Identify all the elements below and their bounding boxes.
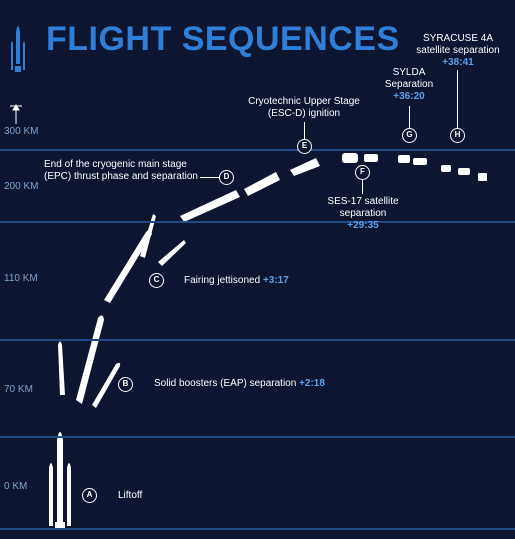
event-d-label: End of the cryogenic main stage (EPC) th…	[44, 159, 198, 183]
event-f-leader	[362, 180, 363, 194]
altitude-label-300: 300 KM	[4, 126, 39, 137]
altitude-line-110	[0, 339, 515, 341]
rocket-main-stage-separation	[180, 172, 280, 222]
altitude-label-70: 70 KM	[4, 384, 33, 395]
event-g-time: +36:20	[393, 91, 425, 102]
event-d-label-line1: End of the cryogenic main stage	[44, 159, 187, 170]
event-g-label-line1: SYLDA	[392, 67, 426, 78]
marker-e: E	[297, 139, 312, 154]
event-e-label-line2: (ESC-D) ignition	[267, 108, 341, 119]
sylda-separation	[398, 155, 427, 165]
event-h-leader	[457, 70, 458, 128]
event-g-label: SYLDA Separation +36:20	[374, 67, 444, 103]
event-f-label: SES-17 satellite separation +29:35	[318, 196, 408, 232]
altitude-label-200: 200 KM	[4, 181, 39, 192]
altitude-line-70	[0, 436, 515, 438]
event-b-label: Solid boosters (EAP) separation	[154, 378, 297, 389]
altitude-line-0	[0, 528, 515, 530]
event-g-label-line2: Separation	[384, 79, 434, 90]
marker-c: C	[149, 273, 164, 288]
event-d-leader	[200, 177, 219, 178]
rocket-logo-icon	[11, 26, 25, 72]
event-f-label-line2: separation	[339, 208, 387, 219]
altitude-label-0: 0 KM	[4, 481, 28, 492]
event-e-leader	[304, 122, 305, 139]
event-f-time: +29:35	[347, 220, 379, 231]
marker-h: H	[450, 128, 465, 143]
altitude-line-300	[0, 149, 515, 151]
altitude-label-110: 110 KM	[4, 273, 38, 284]
event-e-label-line1: Cryotechnic Upper Stage	[248, 96, 360, 107]
satellite-separation-ses17	[342, 153, 378, 163]
event-a-label: Liftoff	[118, 490, 143, 501]
event-g-leader	[409, 106, 410, 128]
event-c-text: Fairing jettisoned +3:17	[184, 275, 289, 287]
marker-b: B	[118, 377, 133, 392]
rocket-boosters-separation	[58, 315, 121, 408]
event-b-time: +2:18	[299, 378, 325, 389]
event-h-label: SYRACUSE 4A satellite separation +38:41	[408, 33, 508, 69]
event-c-time: +3:17	[262, 275, 289, 286]
rocket-fairing-jettison	[104, 214, 186, 303]
event-h-time: +38:41	[442, 57, 474, 68]
event-b-text: Solid boosters (EAP) separation +2:18	[154, 378, 325, 390]
marker-f: F	[355, 165, 370, 180]
marker-d: D	[219, 170, 234, 185]
event-f-label-line1: SES-17 satellite	[327, 196, 399, 207]
rocket-liftoff	[49, 432, 71, 528]
page-title: FLIGHT SEQUENCES	[46, 20, 400, 58]
event-h-label-line2: satellite separation	[416, 45, 500, 56]
marker-g: G	[402, 128, 417, 143]
event-d-label-line2: (EPC) thrust phase and separation	[44, 171, 198, 182]
event-h-label-line1: SYRACUSE 4A	[422, 33, 494, 44]
satellite-separation-syracuse	[441, 165, 487, 181]
upper-stage-ignition	[290, 158, 320, 176]
event-e-label: Cryotechnic Upper Stage (ESC-D) ignition	[238, 96, 370, 120]
event-c-label: Fairing jettisoned	[184, 275, 261, 286]
altitude-arrow-icon	[10, 104, 22, 124]
marker-a: A	[82, 488, 97, 503]
altitude-line-200	[0, 221, 515, 223]
